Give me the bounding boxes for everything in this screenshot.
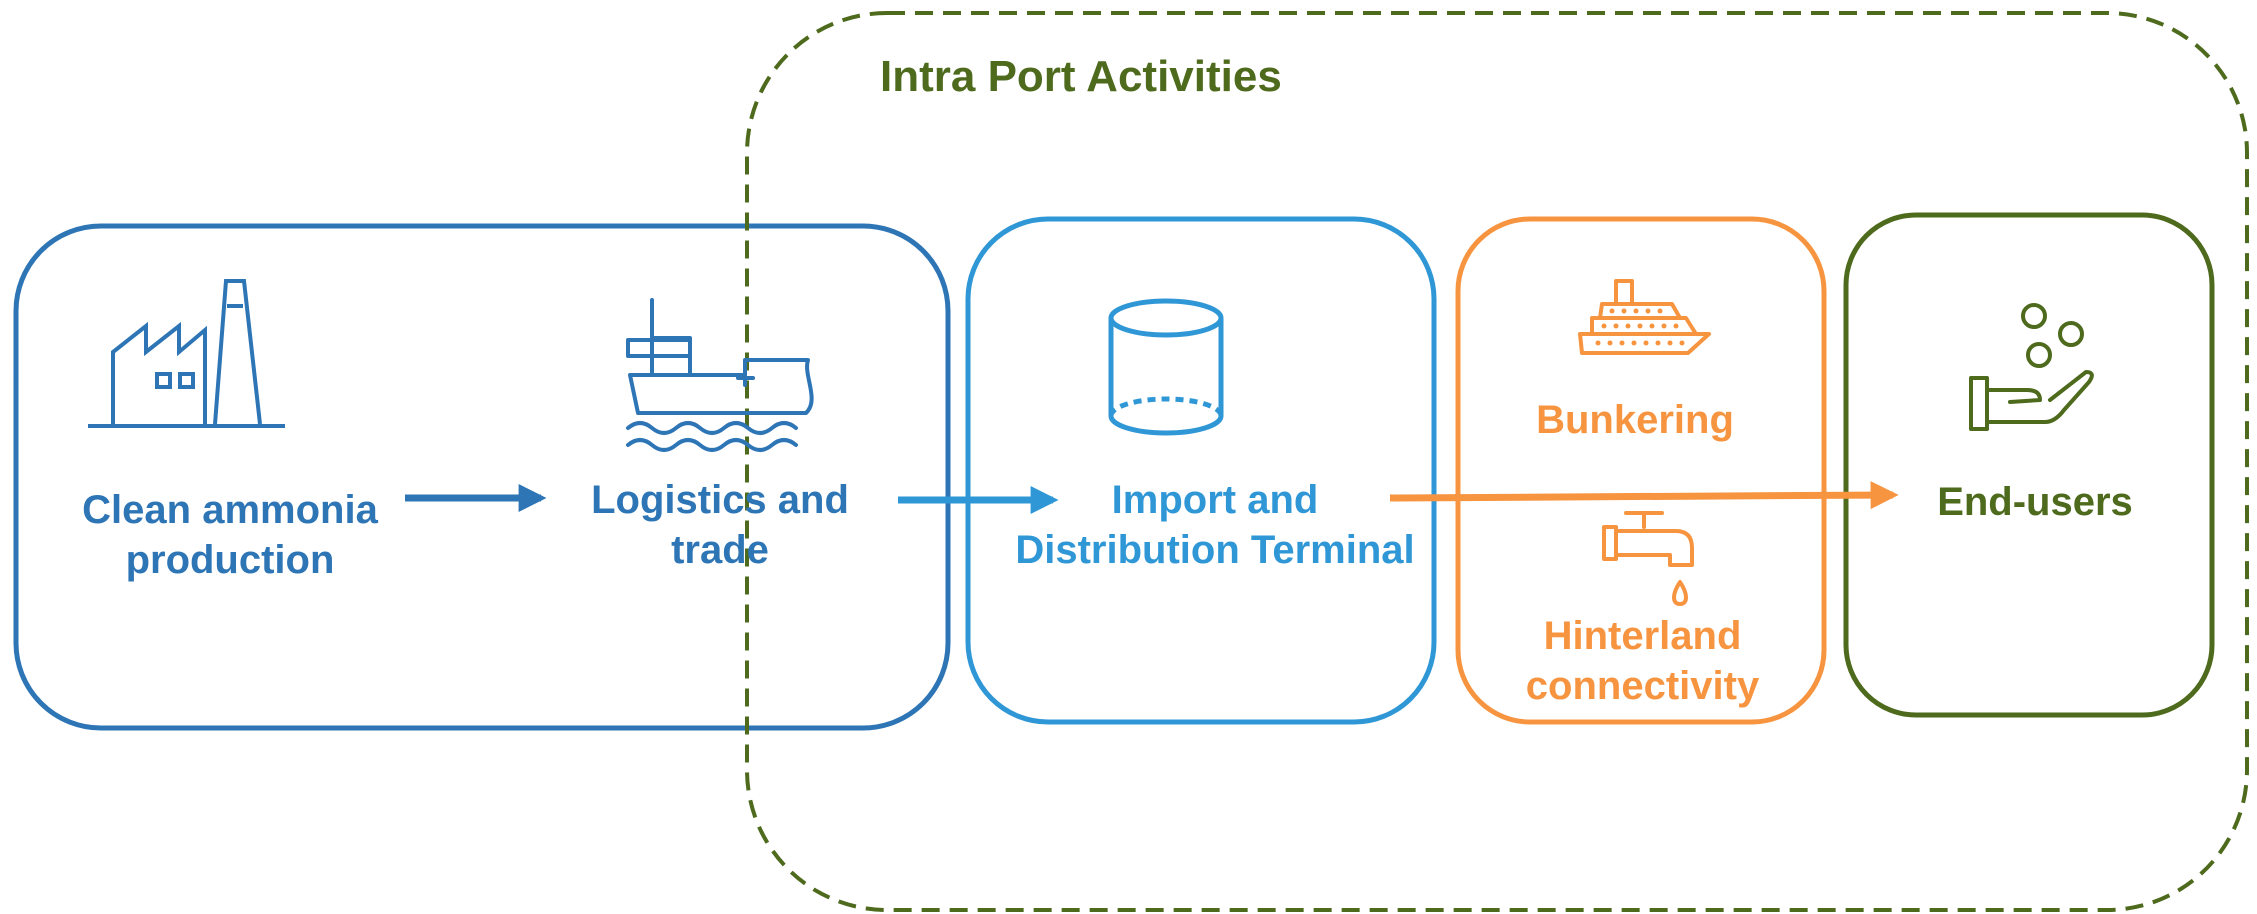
cargo-ship-icon: [626, 298, 814, 452]
upstream-box: [13, 223, 951, 731]
production-label-line1: Clean ammonia: [82, 488, 378, 532]
intra-port-region: [745, 11, 2249, 912]
end-users-label: End-users: [1937, 480, 2133, 524]
production-label: Clean ammonia production: [40, 485, 420, 585]
storage-tank-icon: [1108, 298, 1224, 436]
logistics-label-line1: Logistics and: [591, 478, 849, 522]
cruise-ship-icon: [1578, 279, 1711, 355]
hand-coins-icon: [1969, 303, 2094, 431]
terminal-label: Import and Distribution Terminal: [985, 475, 1445, 575]
production-label-line2: production: [125, 538, 335, 582]
water-tap-icon: [1602, 511, 1694, 606]
hinterland-label: Hinterland connectivity: [1470, 611, 1815, 711]
factory-icon: [88, 279, 285, 428]
port-services-box: [1455, 216, 1827, 725]
terminal-label-line1: Import and: [1111, 478, 1319, 522]
arrow-terminal-to-end-users: [1389, 481, 1899, 510]
bunkering-label: Bunkering: [1536, 398, 1734, 442]
hinterland-label-line2: connectivity: [1525, 664, 1760, 708]
logistics-label-line2: trade: [671, 528, 769, 572]
hinterland-label-line1: Hinterland: [1543, 614, 1742, 658]
terminal-box: [965, 216, 1437, 725]
terminal-label-line2: Distribution Terminal: [1015, 528, 1415, 572]
intra-port-title: Intra Port Activities: [880, 52, 1282, 101]
end-users-box: [1843, 212, 2215, 718]
logistics-label: Logistics and trade: [550, 475, 890, 575]
